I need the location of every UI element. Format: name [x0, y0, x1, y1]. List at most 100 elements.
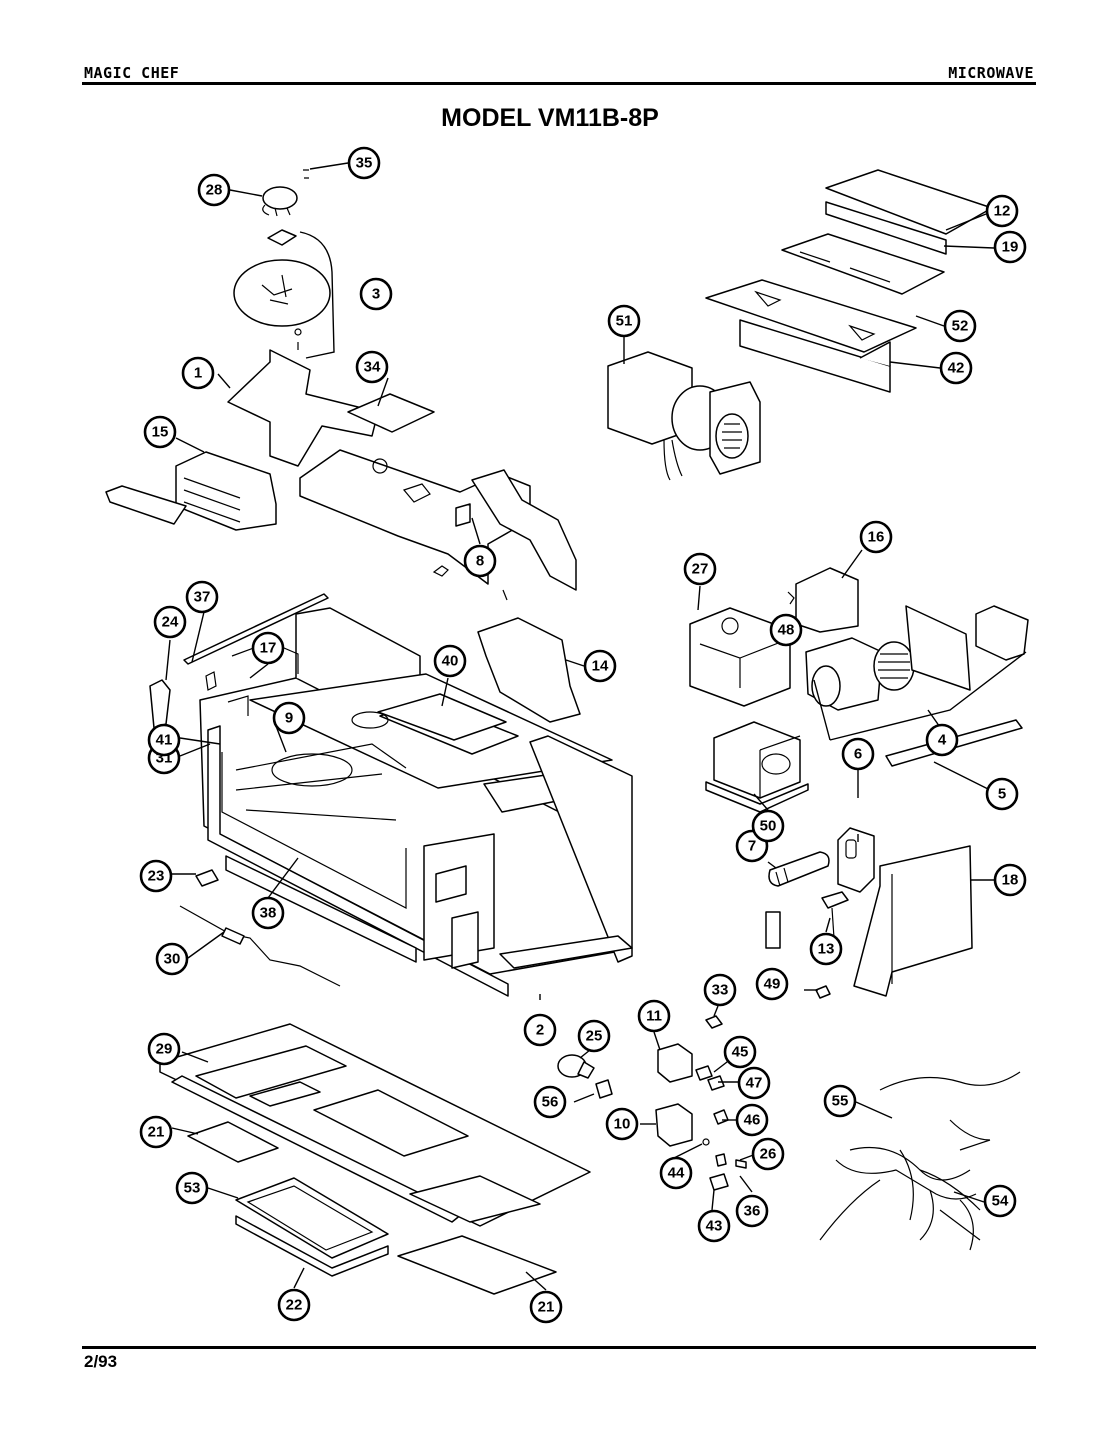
callout-number: 51 — [616, 313, 633, 330]
callout-number: 56 — [542, 1094, 559, 1111]
callout-number: 41 — [156, 732, 173, 749]
callout-56: 56 — [533, 1085, 567, 1119]
brand-label: MAGIC CHEF — [84, 64, 180, 82]
callout-43: 43 — [697, 1209, 731, 1243]
callout-number: 33 — [712, 982, 729, 999]
monitor-switch-drawing — [655, 1103, 693, 1147]
thermal-fuse-drawing — [815, 985, 831, 999]
callout-50: 50 — [751, 809, 785, 843]
callout-number: 6 — [854, 746, 862, 763]
turntable-motor-drawing — [262, 169, 309, 246]
callout-29: 29 — [147, 1032, 181, 1066]
callout-42: 42 — [939, 351, 973, 385]
callout-number: 53 — [184, 1180, 201, 1197]
callout-17: 17 — [251, 631, 285, 665]
callout-number: 1 — [194, 365, 202, 382]
callout-number: 42 — [948, 360, 965, 377]
callout-22: 22 — [277, 1288, 311, 1322]
callout-number: 21 — [148, 1124, 165, 1141]
callout-number: 37 — [194, 589, 211, 606]
footer-rule — [82, 1346, 1036, 1349]
fuse-holder-drawing — [837, 827, 875, 893]
callout-number: 38 — [260, 905, 277, 922]
callout-number: 49 — [764, 976, 781, 993]
lamp-drawing — [557, 1054, 613, 1099]
callout-number: 29 — [156, 1041, 173, 1058]
callout-16: 16 — [859, 520, 893, 554]
callout-number: 11 — [646, 1008, 662, 1025]
callout-number: 34 — [364, 359, 381, 376]
callout-26: 26 — [751, 1137, 785, 1171]
callout-number: 22 — [286, 1297, 303, 1314]
grease-filter-drawing — [235, 1177, 389, 1277]
callout-13: 13 — [809, 932, 843, 966]
cover-plate-drawing — [377, 693, 507, 741]
callout-number: 18 — [1002, 872, 1019, 889]
callout-number: 52 — [952, 318, 969, 335]
callout-24: 24 — [153, 605, 187, 639]
latch-drawing — [149, 679, 171, 729]
callout-2: 2 — [523, 1013, 557, 1047]
wire-harness-drawing — [819, 1071, 1021, 1251]
callout-46: 46 — [735, 1103, 769, 1137]
callout-19: 19 — [993, 230, 1027, 264]
callout-9: 9 — [272, 701, 306, 735]
callout-6: 6 — [841, 737, 875, 771]
callout-49: 49 — [755, 967, 789, 1001]
callout-11: 11 — [637, 999, 671, 1033]
callout-number: 24 — [162, 614, 179, 631]
callout-number: 45 — [732, 1044, 749, 1061]
callout-51: 51 — [607, 304, 641, 338]
callout-21-left: 21 — [139, 1115, 173, 1149]
callout-number: 13 — [818, 941, 835, 958]
callout-number: 30 — [164, 951, 181, 968]
bottom-panel-drawing — [159, 1023, 591, 1227]
callout-36: 36 — [735, 1194, 769, 1228]
callout-number: 35 — [356, 155, 373, 172]
callout-number: 43 — [706, 1218, 723, 1235]
callout-30: 30 — [155, 942, 189, 976]
callout-number: 14 — [592, 658, 609, 675]
callout-53: 53 — [175, 1171, 209, 1205]
part-drawings — [105, 162, 1029, 1295]
revision-date: 2/93 — [84, 1352, 118, 1371]
callout-37: 37 — [185, 580, 219, 614]
fan-motor-drawing — [607, 351, 761, 481]
callout-number: 4 — [938, 732, 947, 749]
small-parts-drawing — [695, 591, 795, 1191]
callout-number: 23 — [148, 868, 165, 885]
callout-3: 3 — [359, 277, 393, 311]
callout-number: 27 — [692, 561, 709, 578]
callout-1: 1 — [181, 356, 215, 390]
callout-8: 8 — [463, 544, 497, 578]
callout-47: 47 — [737, 1066, 771, 1100]
callout-34: 34 — [355, 350, 389, 384]
callout-number: 48 — [778, 622, 795, 639]
door-trim-drawing — [225, 855, 417, 963]
callout-number: 54 — [992, 1193, 1009, 1210]
callout-38: 38 — [251, 896, 285, 930]
callout-15: 15 — [143, 415, 177, 449]
callout-21-right: 21 — [529, 1290, 563, 1324]
callout-number: 55 — [832, 1093, 849, 1110]
callout-number: 17 — [260, 640, 277, 657]
callout-10: 10 — [605, 1107, 639, 1141]
capacitor-drawing — [765, 851, 830, 949]
vent-grill-drawing — [105, 451, 277, 531]
callout-number: 26 — [760, 1146, 777, 1163]
callout-number: 7 — [748, 838, 756, 855]
blower-assembly-drawing — [795, 567, 1029, 741]
callout-44: 44 — [659, 1156, 693, 1190]
side-panel-drawing — [853, 845, 973, 997]
callout-number: 10 — [614, 1116, 631, 1133]
cavity-frame-drawing — [227, 349, 577, 601]
callout-number: 3 — [372, 286, 380, 303]
callout-number: 40 — [442, 653, 459, 670]
callout-number: 2 — [536, 1022, 544, 1039]
callout-23: 23 — [139, 859, 173, 893]
callout-55: 55 — [823, 1084, 857, 1118]
turntable-drawing — [233, 231, 335, 359]
callout-54: 54 — [983, 1184, 1017, 1218]
